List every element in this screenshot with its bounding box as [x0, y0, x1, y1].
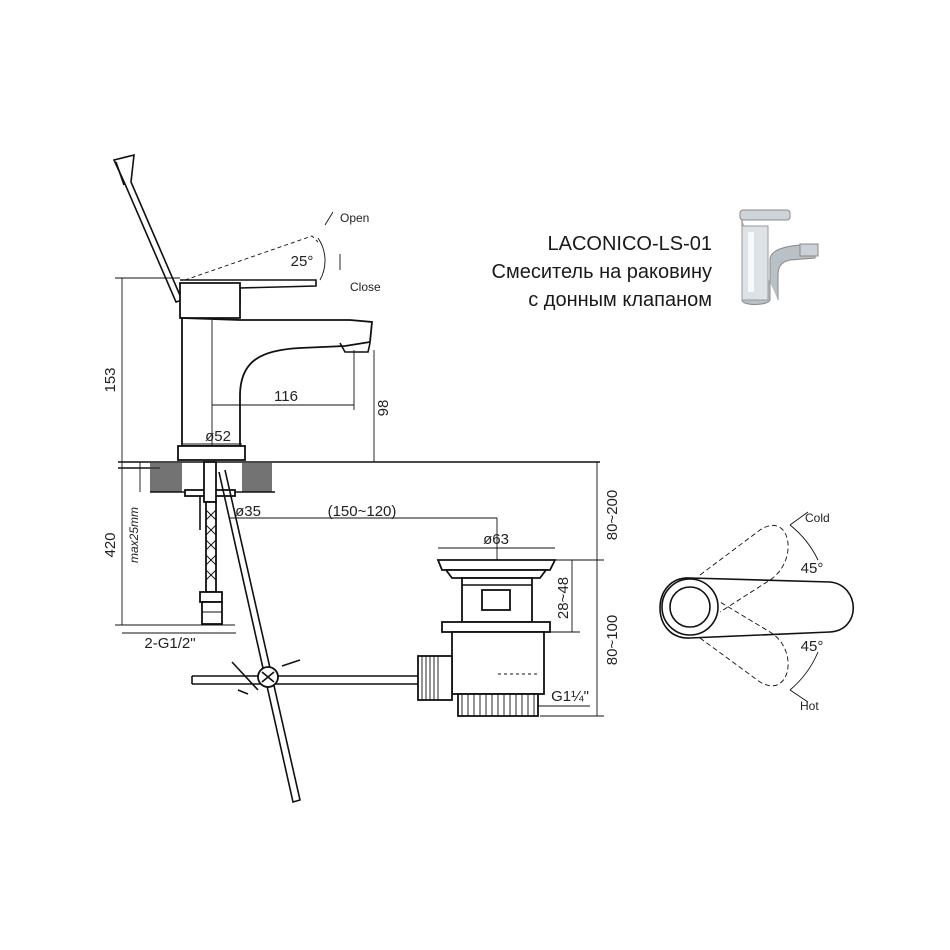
dim-flange-height: 28~48 [555, 577, 572, 619]
model-title: LACONICO-LS-01 [547, 233, 713, 255]
dim-drain-distance: (150~120) [328, 503, 397, 520]
lever-angle: 25° [291, 253, 314, 270]
cold-angle: 45° [801, 560, 824, 577]
dim-153: 153 [102, 367, 119, 392]
dim-base-diameter: ø52 [205, 428, 231, 445]
product-description-line1: Смеситель на раковину [491, 261, 712, 283]
dim-drain-body: 80~100 [604, 615, 621, 665]
dim-98: 98 [375, 400, 392, 417]
lever-close-label: Close [350, 280, 381, 294]
dim-countertop-range: 80~200 [604, 490, 621, 540]
cold-label: Cold [805, 511, 830, 525]
drain-valve [417, 559, 557, 717]
dim-connection: 2-G1/2" [144, 635, 195, 652]
hot-angle: 45° [801, 638, 824, 655]
dim-max-thickness: max25mm [127, 507, 141, 563]
product-description-line2: с донным клапаном [528, 289, 712, 311]
dim-116: 116 [274, 388, 298, 405]
dim-hole-diameter: ø35 [235, 503, 261, 520]
faucet-product-photo [739, 209, 819, 305]
hot-label: Hot [800, 699, 819, 713]
lever-open-label: Open [340, 211, 369, 225]
dim-drain-thread: G1¼" [551, 688, 589, 705]
dimension-labels: 153 116 98 ø52 420 max25mm 2-G1/2" ø35 (… [102, 211, 621, 705]
handle-top-view: Cold Hot 45° 45° [659, 511, 854, 713]
faucet-side-view [112, 153, 600, 804]
dimension-lines [115, 211, 604, 717]
dim-420: 420 [102, 532, 119, 557]
dim-drain-diameter: ø63 [483, 531, 509, 548]
